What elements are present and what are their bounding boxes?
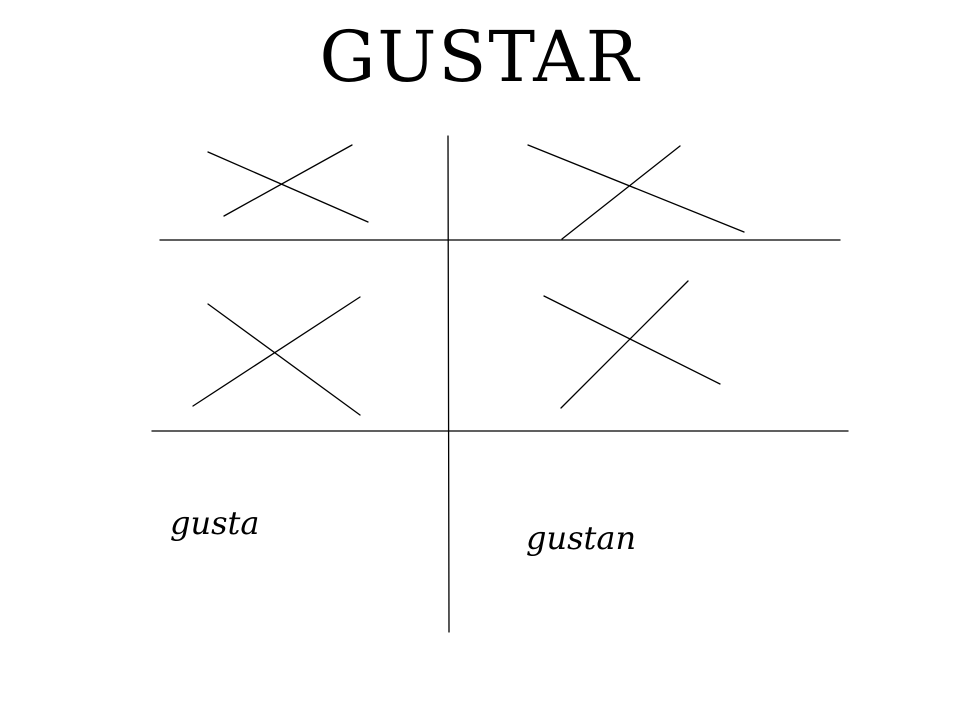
center-vertical-line: [447, 135, 450, 633]
cross-mark-top-left: [207, 144, 369, 223]
label-plural: gustan: [526, 519, 637, 557]
cross-mark-top-right: [527, 144, 745, 240]
cross-mark-middle-right: [543, 280, 721, 409]
cross-mark-middle-left: [192, 296, 361, 416]
slide-title: GUSTAR: [319, 16, 641, 98]
label-singular: gusta: [170, 504, 260, 542]
